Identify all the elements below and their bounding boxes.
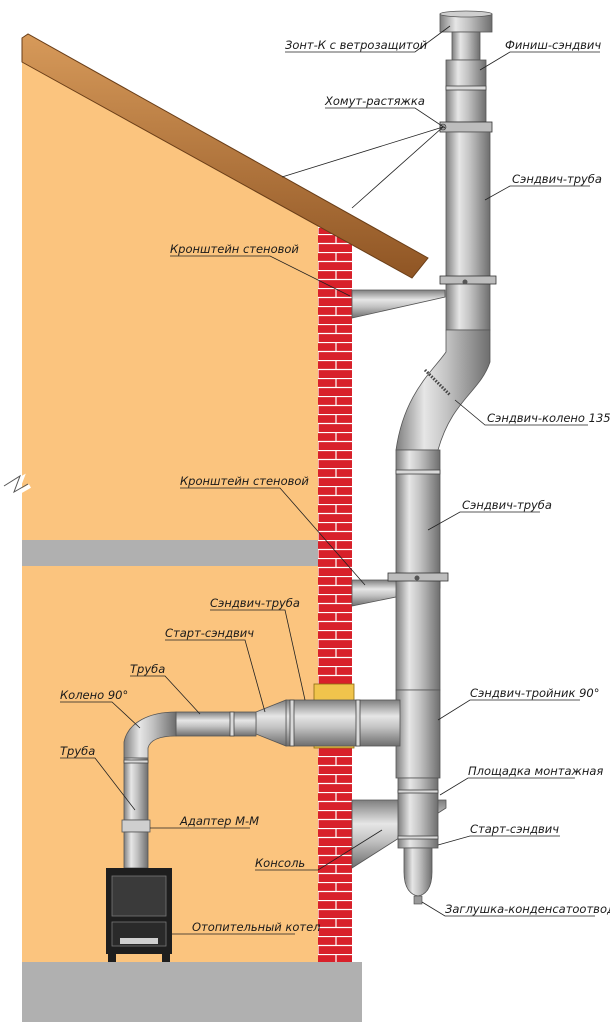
adapter-m-m (121, 819, 151, 833)
sandwich-pipe-middle (395, 449, 441, 691)
label-condensate-cap: Заглушка-конденсатоотвод (445, 902, 610, 916)
sandwich-pipe-through-wall (285, 699, 401, 747)
label-sandwich-tee: Сэндвич-тройник 90° (470, 686, 600, 700)
sandwich-tee-90 (395, 689, 441, 779)
roof-rafter (21, 33, 429, 279)
heating-boiler (106, 868, 172, 962)
pipe-clamp-top (439, 275, 497, 285)
label-mounting-platform: Площадка монтажная (468, 764, 603, 778)
label-rain-cap: Зонт-К с ветрозащитой (285, 38, 428, 52)
sandwich-elbow-135 (395, 329, 491, 451)
label-wall-bracket-mid: Кронштейн стеновой (180, 474, 309, 488)
label-pipe-horizontal: Труба (130, 662, 165, 676)
label-sandwich-elbow-135: Сэндвич-колено 135° (487, 411, 610, 425)
ground-floor-slab (22, 962, 362, 1022)
label-elbow-90: Колено 90° (60, 688, 128, 702)
label-wall-bracket-top: Кронштейн стеновой (170, 242, 299, 256)
house-wall-upper (22, 50, 318, 540)
chimney-pipe (387, 10, 497, 905)
leader-lines (60, 25, 600, 935)
label-adapter: Адаптер М-М (179, 814, 259, 828)
label-pipe-vertical: Труба (60, 744, 95, 758)
label-tension-clamp: Хомут-растяжка (324, 94, 425, 108)
break-line (3, 473, 31, 499)
label-sandwich-pipe-wall: Сэндвич-труба (210, 596, 300, 610)
pipe-vertical-left (123, 757, 149, 821)
pipe-horizontal (175, 711, 257, 737)
label-sandwich-pipe-middle: Сэндвич-труба (462, 498, 552, 512)
tension-clamp (439, 121, 493, 133)
label-console: Консоль (255, 856, 305, 870)
brick-wall (318, 228, 352, 962)
labels: Зонт-К с ветрозащитой Финиш-сэндвич Хому… (60, 38, 610, 934)
wall-bracket-top (351, 289, 446, 319)
label-finish-sandwich: Финиш-сэндвич (505, 38, 601, 52)
condensate-cap (403, 847, 433, 897)
label-boiler: Отопительный котел (192, 920, 321, 934)
sandwich-pipe-upper (445, 131, 491, 331)
horizontal-connection (121, 683, 401, 869)
label-start-sandwich-right: Старт-сэндвич (470, 822, 559, 836)
finish-sandwich (445, 59, 487, 123)
label-start-sandwich-left: Старт-сэндвич (165, 626, 254, 640)
label-sandwich-pipe-upper: Сэндвич-труба (512, 172, 602, 186)
interfloor-slab (22, 540, 318, 566)
